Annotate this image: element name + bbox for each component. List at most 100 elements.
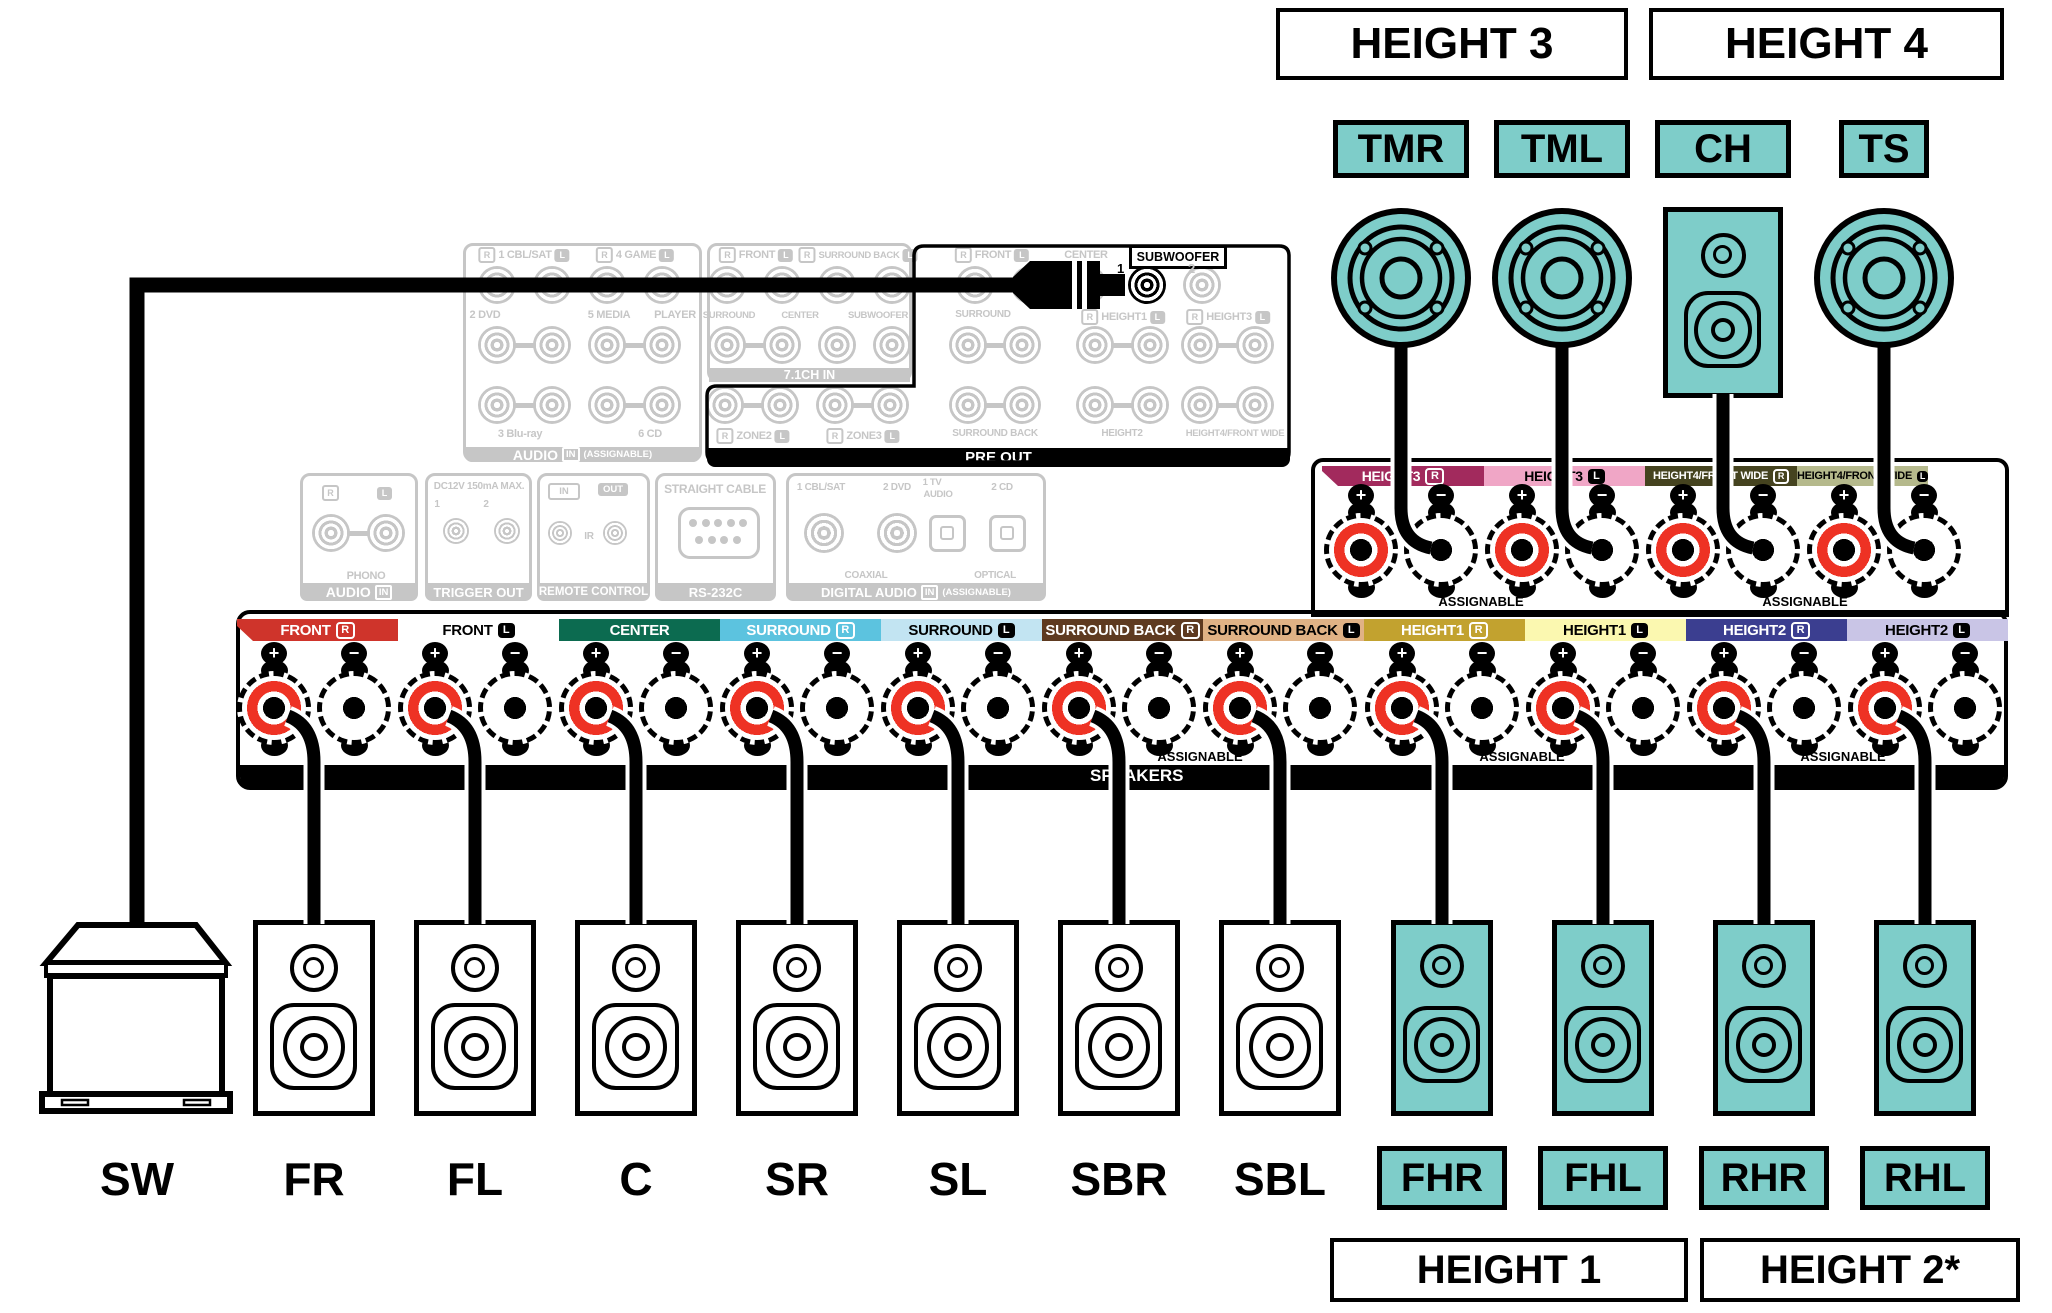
floor-speaker-SBL (1219, 920, 1341, 1116)
terminal-1-plus-post (398, 671, 472, 745)
plus-icon: + (905, 641, 931, 665)
rca-jack (761, 386, 799, 424)
assignable-label: ASSIGNABLE (1762, 594, 1848, 609)
channel-tag-center: CENTER (559, 619, 720, 641)
woofer-frame (753, 1003, 840, 1090)
rca-jack (1011, 266, 1049, 304)
db9-pin (695, 536, 703, 544)
rca-jack (871, 386, 909, 424)
floor-speaker-SBR (1058, 920, 1180, 1116)
db9-pin (720, 536, 729, 544)
top-speaker-tag-TML: TML (1494, 120, 1630, 178)
ghost-label-OPTICAL: OPTICAL (974, 570, 1016, 581)
rca-jack (588, 326, 626, 364)
minus-icon: − (1911, 483, 1937, 507)
round-ceiling-speaker (1331, 208, 1471, 348)
plus-icon: + (1348, 483, 1374, 507)
minus-icon: − (502, 641, 528, 665)
woofer-dustcap (1752, 1033, 1776, 1057)
height3-banner: HEIGHT 3 (1276, 8, 1628, 80)
db9-pin (707, 536, 716, 544)
speakers-bar-label: SPEAKERS (1090, 766, 1184, 785)
woofer-cone (1694, 301, 1752, 359)
height-terminal-1-plus-post (1485, 513, 1559, 587)
subwoofer-label: SUBWOOFER (1129, 245, 1227, 269)
tweeter (290, 944, 338, 992)
rca-jack (588, 386, 626, 424)
top-speaker-tag-TMR: TMR (1333, 120, 1469, 178)
db9-pin (714, 519, 723, 527)
ghost-label-SURROUND: SURROUND (702, 310, 756, 321)
ghost-label-SURROUND BACK: RSURROUND BACKL (798, 247, 918, 263)
floor-speaker-C (575, 920, 697, 1116)
assignable-label: ASSIGNABLE (1479, 749, 1565, 764)
height-terminal-2-minus-post (1726, 513, 1800, 587)
floor-label-SR: SR (765, 1153, 829, 1205)
woofer-cone (283, 1016, 345, 1078)
optical-jack-inner (1000, 526, 1014, 540)
plus-icon: + (1389, 641, 1415, 665)
terminal-3-minus-post (800, 671, 874, 745)
terminal-1-minus-post (478, 671, 552, 745)
rca-jack (816, 386, 854, 424)
woofer-frame (1403, 1006, 1480, 1083)
ghost-label-SURROUND: SURROUND (955, 309, 1011, 320)
minus-icon: − (341, 641, 367, 665)
woofer-dustcap (1913, 1033, 1937, 1057)
db9-pin (732, 536, 741, 544)
plus-icon: + (583, 641, 609, 665)
phono-r-badge: R (322, 483, 339, 501)
woofer-dustcap (461, 1033, 489, 1061)
floor-speaker-FL (414, 920, 536, 1116)
rs232c-connector (678, 507, 760, 559)
rca-jack (1003, 326, 1041, 364)
ghost-label-CENTER: CENTER (1064, 249, 1108, 261)
ghost-label-IR: IR (584, 531, 594, 542)
ghost-label-HEIGHT4/FRONT WIDE: HEIGHT4/FRONT WIDE (1185, 428, 1285, 439)
rca-jack (1131, 326, 1169, 364)
minus-icon: − (1307, 641, 1333, 665)
woofer-cone (927, 1016, 989, 1078)
rca-jack (533, 326, 571, 364)
height-terminal-2-plus-post (1646, 513, 1720, 587)
woofer-dustcap (1430, 1033, 1454, 1057)
ghost-label-SUBWOOFER: SUBWOOFER (847, 310, 909, 321)
tweeter-dome (1432, 956, 1451, 975)
ghost-label-1: 1 (434, 499, 440, 510)
woofer-frame (431, 1003, 518, 1090)
tweeter (773, 944, 821, 992)
plus-icon: + (1550, 641, 1576, 665)
tweeter (1742, 944, 1786, 988)
rca-jack (1181, 326, 1219, 364)
tweeter (1095, 944, 1143, 992)
db9-pin (739, 519, 748, 527)
tweeter-dome (786, 957, 807, 978)
subwoofer-jack2-number: 2 (1188, 261, 1196, 276)
rca-jack (478, 386, 516, 424)
db9-pin (701, 519, 710, 527)
tweeter-dome (1915, 956, 1934, 975)
woofer-frame (1075, 1003, 1162, 1090)
floor-speaker-FR (253, 920, 375, 1116)
floor-label-SL: SL (928, 1153, 988, 1205)
ghost-label-2 CD: 2 CD (991, 482, 1013, 493)
rca-jack (1181, 386, 1219, 424)
speakers-bar: SPEAKERS (240, 765, 2004, 787)
rca-jack (533, 386, 571, 424)
woofer-dustcap (1591, 1033, 1615, 1057)
ghost-label-HEIGHT2: HEIGHT2 (1101, 428, 1143, 439)
woofer-dustcap (300, 1033, 328, 1061)
tweeter-dome (625, 957, 646, 978)
plus-icon: + (744, 641, 770, 665)
db9-pin (689, 519, 697, 527)
rca-jack (312, 514, 350, 552)
rca-jack (643, 326, 681, 364)
height-speaker-FHR (1391, 920, 1493, 1116)
remote-in-badge: IN (548, 483, 580, 500)
